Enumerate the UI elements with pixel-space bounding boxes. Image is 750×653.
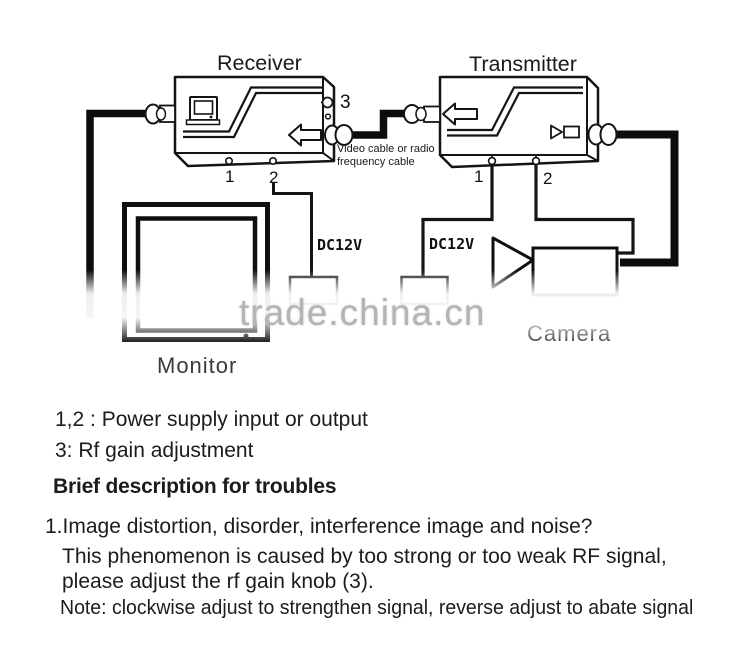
receiver-signal-stripe xyxy=(183,86,322,139)
transmitter-signal-stripe xyxy=(447,86,583,137)
transmitter-right-bnc xyxy=(587,123,618,146)
camera-device xyxy=(491,236,619,297)
transmitter-terminal-2 xyxy=(531,154,541,166)
camera-icon xyxy=(550,124,580,140)
transmitter-terminal-2-label: 2 xyxy=(543,169,553,188)
camera-label: Camera xyxy=(527,321,612,346)
coax-cable-camera-side xyxy=(610,130,679,267)
receiver-terminal-2 xyxy=(268,157,277,166)
trouble-item-1-note: Note: clockwise adjust to strengthen sig… xyxy=(60,596,694,619)
cable-type-label: Video cable or radio frequency cable xyxy=(337,143,435,168)
transmitter-terminal-1-label: 1 xyxy=(474,167,484,186)
receiver-title: Receiver xyxy=(217,51,302,75)
transmitter-power-wire-1 xyxy=(421,163,494,279)
receiver-power-wire xyxy=(272,183,313,279)
receiver-right-bnc xyxy=(324,124,354,146)
transmitter-power-wire-2 xyxy=(534,163,635,255)
trouble-item-1: 1.Image distortion, disorder, interferen… xyxy=(45,515,593,538)
receiver-terminal-1-label: 1 xyxy=(225,167,235,186)
rf-gain-label-3: 3 xyxy=(340,92,351,113)
monitor-icon xyxy=(185,96,221,126)
coax-cable-monitor-side xyxy=(86,109,160,318)
receiver-box xyxy=(173,75,336,168)
trouble-item-1-desc-1: This phenomenon is caused by too strong … xyxy=(62,545,667,568)
watermark-text: trade.china.cn xyxy=(239,292,486,333)
transmitter-left-bnc xyxy=(403,104,441,124)
note-rf-gain: 3: Rf gain adjustment xyxy=(55,439,254,462)
coax-cable-middle-link xyxy=(348,109,412,139)
monitor-label: Monitor xyxy=(157,353,238,378)
dc12v-label-left: DC12V xyxy=(317,236,363,254)
troubles-heading: Brief description for troubles xyxy=(53,475,337,498)
receiver-arrow-icon xyxy=(288,123,322,147)
trouble-item-1-desc-2: please adjust the rf gain knob (3). xyxy=(62,570,374,593)
transmitter-box xyxy=(438,75,600,169)
receiver-left-bnc xyxy=(144,103,176,125)
dc12v-label-right: DC12V xyxy=(429,235,475,253)
transmitter-arrow-icon xyxy=(442,102,478,126)
receiver-terminal-1 xyxy=(225,157,234,166)
note-power-supply: 1,2 : Power supply input or output xyxy=(55,408,368,431)
transmitter-terminal-1 xyxy=(487,154,497,166)
transmitter-title: Transmitter xyxy=(469,52,577,76)
receiver-terminal-2-label: 2 xyxy=(269,168,279,187)
rf-gain-knob xyxy=(321,96,334,109)
receiver-led xyxy=(324,113,332,120)
